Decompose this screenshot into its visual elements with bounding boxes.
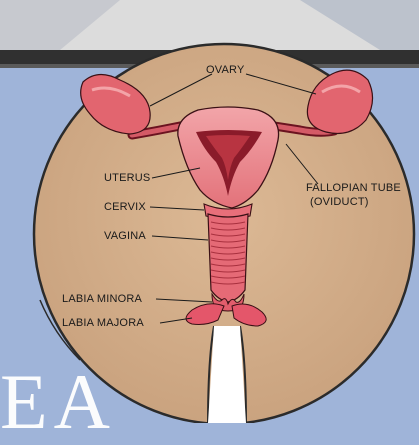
label-labia-majora: LABIA MAJORA [62, 317, 144, 329]
diagram-stage: EA OVARY UTERUS CERVIX VAGINA LABIA MINO… [0, 0, 419, 423]
label-oviduct: (OVIDUCT) [310, 196, 369, 208]
background-large-text: EA [0, 372, 200, 432]
label-vagina: VAGINA [104, 230, 146, 242]
body-fill [208, 326, 246, 423]
label-uterus: UTERUS [104, 172, 150, 184]
label-ovary: OVARY [206, 64, 245, 76]
label-labia-minora: LABIA MINORA [62, 293, 142, 305]
label-cervix: CERVIX [104, 201, 146, 213]
label-fallopian-tube: FALLOPIAN TUBE [306, 182, 401, 194]
vagina [208, 214, 248, 302]
